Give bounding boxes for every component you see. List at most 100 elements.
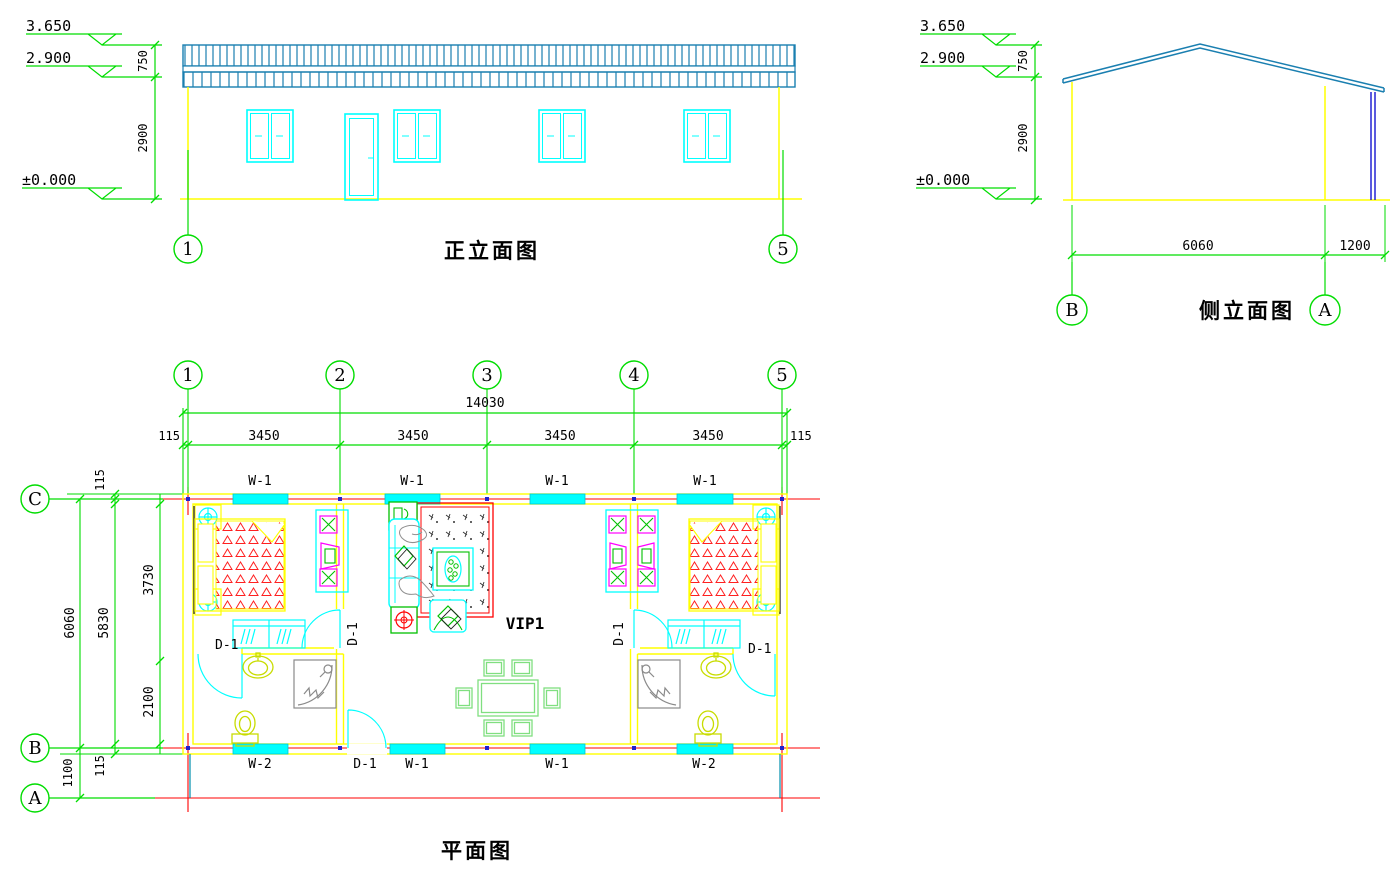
dresser [315, 509, 349, 593]
dresser [605, 509, 659, 593]
armchair [429, 599, 467, 633]
shower [293, 659, 337, 709]
view-title: 正立面图 [444, 239, 540, 263]
grid-bubble-label: 2 [334, 365, 345, 386]
floor-plan-view: 1 2 3 4 5 14030 115 3450 3450 3450 3450 … [20, 360, 820, 863]
shower [637, 659, 681, 709]
level-label: 3.650 [920, 17, 965, 35]
view-title: 侧立面图 [1199, 299, 1295, 323]
door-label: D-1 [346, 622, 361, 645]
grid-bubble-label: B [1065, 300, 1078, 321]
wardrobe [232, 619, 306, 649]
dim-label: 115 [790, 429, 812, 443]
door-label: D-1 [215, 638, 238, 653]
grid-bubble-label: B [28, 738, 41, 759]
wardrobe [667, 619, 741, 649]
grid-node-markers [186, 497, 784, 750]
casement-window [393, 109, 441, 163]
window-label: W-1 [545, 474, 568, 489]
dim-label: 2900 [1016, 124, 1030, 153]
level-label: 3.650 [26, 17, 71, 35]
sofa [388, 518, 435, 610]
bed [194, 505, 285, 615]
dim-label: 2900 [136, 124, 150, 153]
vertical-dimension: 750 2900 [1016, 40, 1040, 205]
gable-roof [1062, 43, 1385, 93]
dim-label: 3450 [397, 429, 428, 444]
view-title: 平面图 [441, 839, 513, 863]
roof-band [182, 44, 796, 88]
grid-bubble-label: 5 [777, 239, 788, 260]
grid-bubble-label: 3 [481, 365, 492, 386]
side-elevation-view: 3.650 2.900 ±0.000 750 2900 6 [916, 17, 1390, 326]
grid-bubble-label: A [1318, 300, 1333, 321]
dim-label: 1100 [61, 759, 75, 788]
dim-label: 14030 [465, 396, 504, 411]
grid-bubble-label: 1 [182, 239, 193, 260]
porch-lines [189, 754, 781, 798]
dim-label: 6060 [1182, 239, 1213, 254]
dim-label: 3450 [692, 429, 723, 444]
dim-label: 750 [1016, 50, 1030, 72]
plan-windows [232, 493, 734, 755]
level-label: 2.900 [920, 49, 965, 67]
grid-bubbles: B A [1056, 262, 1341, 326]
door-label: D-1 [612, 622, 627, 645]
dim-label: 6060 [63, 607, 78, 638]
dim-label: 2100 [142, 686, 157, 717]
dim-label: 3450 [248, 429, 279, 444]
room-label: VIP1 [506, 614, 545, 633]
grid-bubble-label: 5 [776, 365, 787, 386]
opening-labels: D-1 D-1 D-1 D-1 W-2 D-1 W-1 W-1 W-2 [215, 622, 771, 772]
window-label: W-1 [545, 757, 568, 772]
wash-basin [242, 652, 274, 679]
level-markers: 3.650 2.900 ±0.000 [22, 17, 162, 200]
side-table-lamp [390, 606, 418, 634]
door-label: D-1 [353, 757, 376, 772]
window-label: W-2 [692, 757, 715, 772]
coffee-table [432, 547, 474, 591]
casement-window [246, 109, 294, 163]
level-label: ±0.000 [22, 171, 76, 189]
elevation-walls [1063, 82, 1390, 201]
wash-basin [700, 652, 732, 679]
horizontal-dimension: 6060 1200 [1067, 205, 1390, 262]
left-grid: C B A 6060 5830 3730 2100 115 115 1100 [20, 469, 188, 813]
door-label: D-1 [748, 642, 771, 657]
top-grid: 1 2 3 4 5 14030 115 3450 3450 3450 3450 … [158, 360, 812, 494]
grid-bubble-label: A [28, 788, 43, 809]
window-label: W-1 [400, 474, 423, 489]
toilet [231, 710, 259, 747]
grid-bubbles: 1 5 [173, 150, 798, 264]
casement-window [538, 109, 586, 163]
casement-window [683, 109, 731, 163]
window-label: W-1 [405, 757, 428, 772]
grid-bubble-label: C [28, 489, 42, 510]
toilet [694, 710, 722, 747]
dim-label: 3730 [142, 564, 157, 595]
level-markers: 3.650 2.900 ±0.000 [916, 17, 1042, 200]
downspout [1370, 92, 1376, 200]
dim-label: 115 [158, 429, 180, 443]
dim-label: 3450 [544, 429, 575, 444]
vertical-dimension: 750 2900 [136, 40, 160, 204]
window-label: W-1 [693, 474, 716, 489]
grid-bubble-label: 4 [628, 365, 639, 386]
grid-bubble-label: 1 [182, 365, 193, 386]
dim-label: 115 [93, 469, 107, 491]
dining-set [455, 659, 561, 737]
entry-door [344, 113, 379, 201]
bed [689, 505, 780, 615]
living-room: VIP1 [388, 501, 561, 737]
level-label: 2.900 [26, 49, 71, 67]
dim-label: 1200 [1339, 239, 1370, 254]
window-label: W-1 [248, 474, 271, 489]
plan-doors [197, 609, 776, 755]
level-label: ±0.000 [916, 171, 970, 189]
dim-label: 5830 [97, 607, 112, 638]
front-elevation-view: 3.650 2.900 ±0.000 750 2900 1 5 正立面图 [22, 17, 802, 264]
window-label: W-2 [248, 757, 271, 772]
dim-label: 115 [93, 755, 107, 777]
